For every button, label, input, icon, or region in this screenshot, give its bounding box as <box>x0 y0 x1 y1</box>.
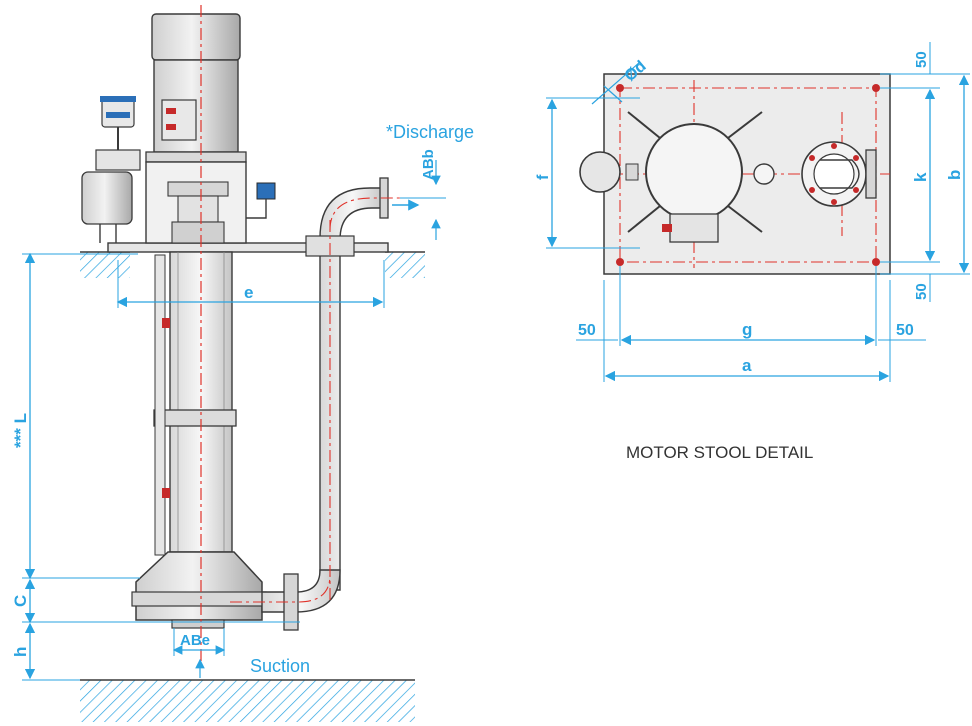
dim-e: e <box>244 283 253 302</box>
side-pipe-opening <box>753 163 775 185</box>
blue-device <box>256 182 276 200</box>
bottom-elbow <box>261 569 341 613</box>
dim-f: f <box>535 174 552 180</box>
dim-a: a <box>742 356 752 375</box>
auxiliary-motor <box>81 171 133 225</box>
pump-casing <box>135 551 263 621</box>
motor-fan-cover <box>151 13 241 61</box>
dim-k: k <box>911 172 930 182</box>
floor-hatch-left <box>80 252 130 278</box>
dim-h: h <box>11 647 30 657</box>
stool-terminal-box <box>669 213 719 243</box>
lubrication-pipe <box>154 254 166 556</box>
suction-inlet <box>171 619 225 629</box>
dim-b: b <box>945 170 964 180</box>
motor-stool-caption: MOTOR STOOL DETAIL <box>626 443 813 462</box>
dim-ab-b: ABb <box>420 149 437 180</box>
bolt-hole-tl <box>616 84 624 92</box>
suction-label: Suction <box>250 656 310 676</box>
dim-C: C <box>11 595 30 607</box>
mounting-plate <box>107 242 389 253</box>
sump-floor-hatch <box>80 680 415 722</box>
terminal-box <box>161 99 197 141</box>
dim-50-top: 50 <box>913 51 930 68</box>
dim-50-bottom: 50 <box>913 283 930 300</box>
shaft-opening <box>645 123 743 221</box>
dim-50-left: 50 <box>578 322 596 339</box>
floor-hatch-right <box>385 252 425 278</box>
motor-flange <box>145 151 247 163</box>
bolt-hole-tr <box>872 84 880 92</box>
dim-ab-e: ABe <box>180 632 210 649</box>
bolt-hole-bl <box>616 258 624 266</box>
gauge-opening <box>579 151 621 193</box>
intermediate-flange <box>153 409 237 427</box>
dim-g: g <box>742 320 752 339</box>
dim-L: *** L <box>11 413 30 448</box>
discharge-label: *Discharge <box>386 122 474 142</box>
bolt-hole-br <box>872 258 880 266</box>
dim-50-right: 50 <box>896 322 914 339</box>
motor-stool-detail <box>546 42 970 382</box>
pump-elevation <box>22 5 446 722</box>
